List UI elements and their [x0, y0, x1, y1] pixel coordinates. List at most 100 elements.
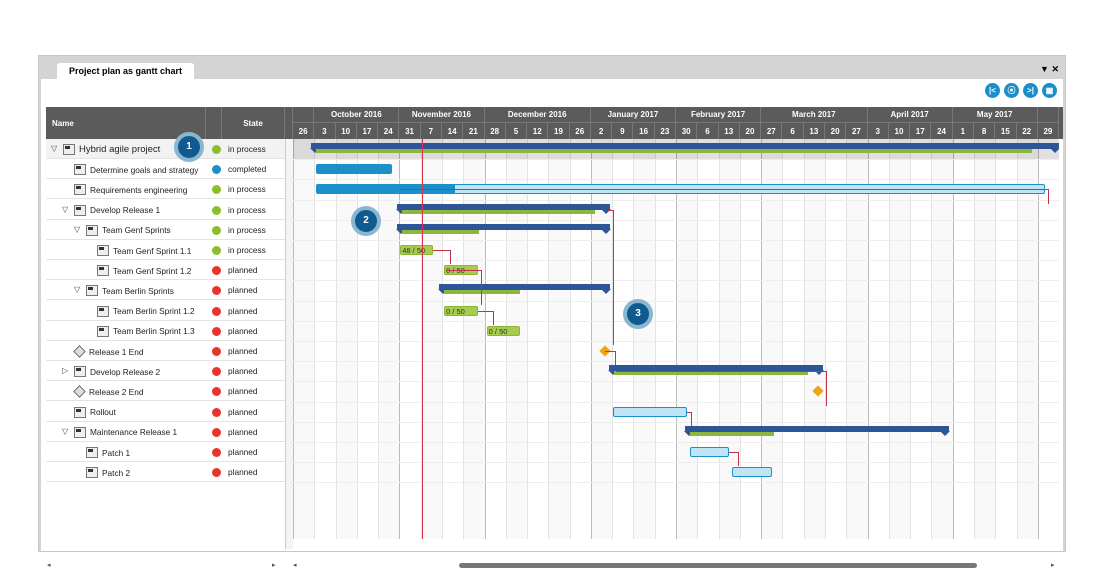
week-header: 13 — [719, 123, 740, 139]
sprint-bar[interactable]: 0 / 50 — [486, 325, 520, 336]
expand-toggle-icon[interactable]: ▷ — [62, 366, 69, 376]
go-end-button[interactable]: >| — [1023, 83, 1038, 98]
summary-bar[interactable] — [683, 425, 951, 436]
task-icon — [97, 325, 109, 337]
go-today-button[interactable]: ⦿ — [1004, 83, 1019, 98]
task-name-cell: Release 2 End — [73, 385, 143, 399]
week-gridline — [761, 139, 782, 539]
scroll-right-arrow[interactable]: ▸ — [272, 562, 276, 569]
week-gridline — [931, 139, 952, 539]
expand-toggle-icon[interactable]: ▽ — [62, 426, 69, 436]
week-gridline — [314, 139, 335, 539]
gantt-window: Project plan as gantt chart ▼ ✕ |< ⦿ >| ▦ N… — [38, 55, 1066, 569]
column-header-name[interactable]: Name — [46, 107, 206, 139]
week-header: 21 — [463, 123, 485, 139]
dependency-line — [616, 371, 827, 406]
week-gridline — [356, 139, 378, 539]
week-header: 6 — [697, 123, 719, 139]
summary-bar[interactable] — [396, 223, 611, 234]
task-name-cell: ▽Team Berlin Sprints — [74, 285, 174, 297]
status-text: planned — [228, 386, 258, 397]
task-name-cell: ▽Maintenance Release 1 — [62, 426, 177, 438]
status-dot — [212, 306, 221, 316]
splitter[interactable] — [285, 107, 293, 139]
task-progress — [316, 185, 456, 194]
week-header: 10 — [336, 123, 357, 139]
task-name: Team Genf Sprints — [102, 225, 171, 236]
go-start-button[interactable]: |< — [985, 83, 1000, 98]
dependency-line — [447, 270, 483, 305]
week-header: 20 — [740, 123, 762, 139]
expand-toggle-icon[interactable]: ▽ — [62, 204, 69, 214]
sprint-bar[interactable]: 0 / 50 — [444, 305, 479, 316]
gantt-scroll-right-arrow[interactable]: ▸ — [1051, 562, 1055, 569]
expand-toggle-icon[interactable]: ▽ — [51, 144, 58, 153]
week-gridline — [441, 139, 463, 539]
week-gridline — [739, 139, 761, 539]
sprint-bar[interactable]: 48 / 50 — [400, 245, 434, 255]
tab-project-plan[interactable]: Project plan as gantt chart — [57, 63, 195, 79]
scroll-left-arrow[interactable]: ◂ — [47, 562, 51, 569]
toolbar: |< ⦿ >| ▦ — [985, 83, 1057, 98]
summary-bar[interactable] — [608, 365, 824, 376]
row-gridline — [293, 482, 1059, 484]
status-dot — [212, 225, 221, 235]
week-header: 5 — [506, 123, 528, 139]
column-header-state[interactable]: State — [222, 107, 285, 139]
row-gridline — [293, 361, 1059, 363]
summary-bar[interactable] — [310, 143, 1059, 153]
task-icon — [74, 366, 86, 378]
status-dot — [212, 165, 221, 175]
calculator-button[interactable]: ▦ — [1042, 83, 1057, 98]
task-name: Release 1 End — [89, 346, 144, 357]
summary-bar[interactable] — [437, 284, 612, 295]
dependency-line — [686, 411, 692, 426]
status-text: in process — [228, 144, 266, 154]
horizontal-scrollbar-thumb[interactable] — [459, 563, 977, 568]
dependency-line — [729, 452, 740, 467]
task-row[interactable]: Release 2 End planned — [46, 381, 285, 402]
expand-toggle-icon[interactable]: ▽ — [74, 285, 81, 295]
task-icon — [86, 467, 98, 479]
task-bar[interactable] — [732, 467, 772, 478]
task-bar[interactable] — [315, 164, 392, 175]
expand-toggle-icon[interactable]: ▽ — [74, 224, 81, 234]
task-bar[interactable] — [613, 406, 687, 417]
splitter-bar[interactable] — [285, 139, 293, 549]
gantt-scroll-left-arrow[interactable]: ◂ — [293, 562, 297, 569]
status-dot — [212, 286, 221, 296]
task-name-cell: Patch 1 — [86, 447, 130, 458]
month-header: December 2016 — [484, 107, 591, 123]
status-text: in process — [228, 184, 266, 195]
window-controls[interactable]: ▼ ✕ — [1040, 64, 1059, 74]
progress-bar — [402, 229, 480, 234]
row-gridline — [293, 199, 1059, 201]
week-header: 16 — [633, 123, 655, 139]
task-icon — [97, 245, 109, 256]
dependency-line — [604, 351, 616, 366]
week-gridline — [484, 139, 506, 539]
summary-bar[interactable] — [396, 203, 611, 214]
week-header: 26 — [293, 123, 315, 139]
task-bar[interactable] — [689, 447, 730, 457]
month-header: October 2016 — [314, 107, 400, 123]
task-name-cell: Patch 2 — [86, 467, 130, 479]
row-gridline — [293, 280, 1059, 282]
progress-bar — [316, 149, 1032, 153]
